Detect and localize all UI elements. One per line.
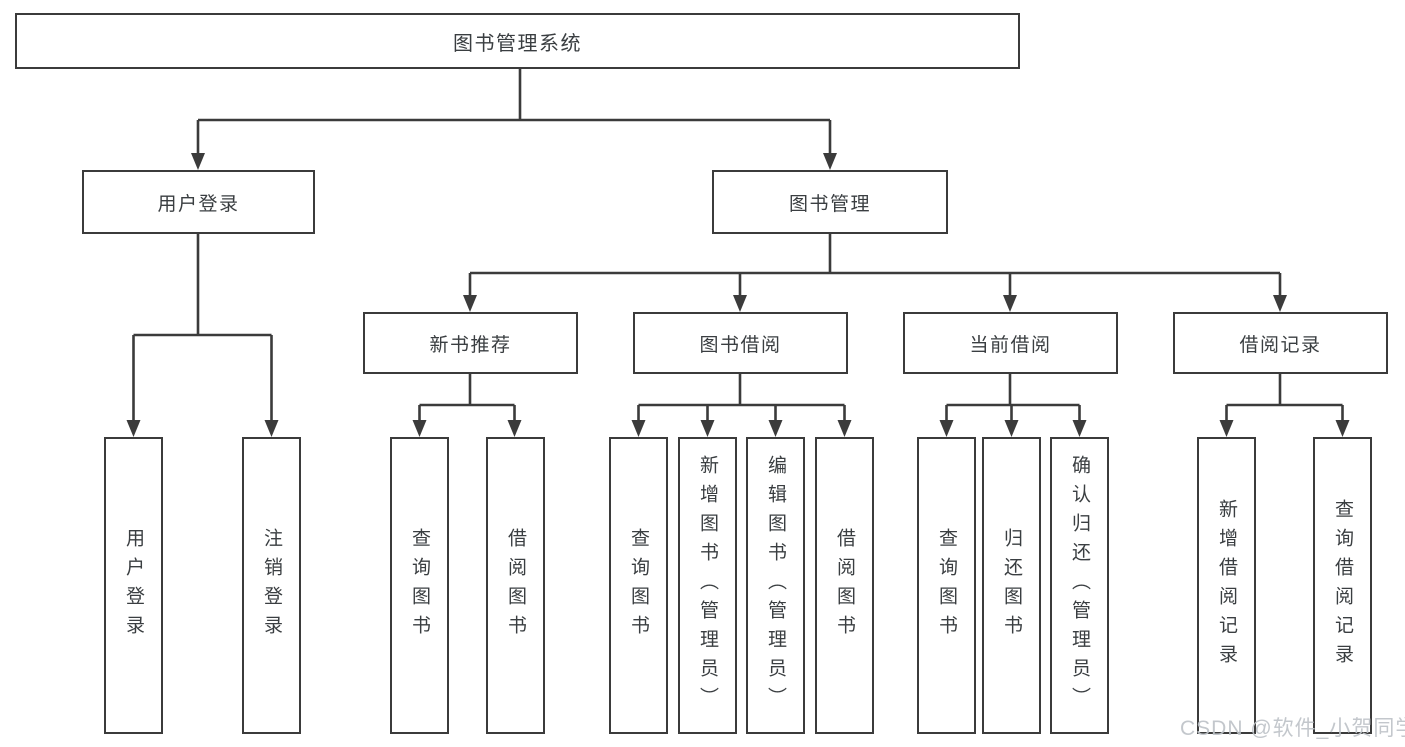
leaf-return-books-label: 归还图书	[1001, 527, 1022, 644]
node-library-system-label: 图书管理系统	[453, 32, 582, 55]
csdn-watermark: CSDN @软件_小贺同学	[1180, 717, 1405, 740]
leaf-query-books-borrowing-label: 查询图书	[628, 527, 649, 644]
leaf-query-books-current-label: 查询图书	[936, 527, 957, 644]
leaf-query-books-recommend: 查询图书	[390, 437, 449, 734]
node-new-book-recommend-label: 新书推荐	[429, 334, 512, 356]
leaf-logout-label: 注销登录	[261, 527, 282, 644]
leaf-user-login-label: 用户登录	[123, 527, 144, 644]
leaf-add-books-admin: 新增图书（管理员）	[678, 437, 737, 734]
node-current-borrowing-label: 当前借阅	[969, 334, 1052, 356]
node-book-borrowing-label: 图书借阅	[699, 334, 782, 356]
leaf-return-books: 归还图书	[982, 437, 1041, 734]
leaf-edit-books-admin-label: 编辑图书（管理员）	[765, 455, 786, 716]
node-book-borrowing: 图书借阅	[633, 312, 848, 374]
leaf-borrow-books-recommend: 借阅图书	[486, 437, 545, 734]
node-book-management-label: 图书管理	[788, 193, 871, 215]
node-user-login: 用户登录	[82, 170, 315, 234]
leaf-query-books-recommend-label: 查询图书	[409, 527, 430, 644]
leaf-query-borrow-record: 查询借阅记录	[1313, 437, 1372, 734]
node-borrowing-records-label: 借阅记录	[1239, 334, 1322, 356]
node-book-management: 图书管理	[712, 170, 948, 234]
node-borrowing-records: 借阅记录	[1173, 312, 1388, 374]
node-new-book-recommend: 新书推荐	[363, 312, 578, 374]
leaf-borrow-books-label: 借阅图书	[834, 527, 855, 644]
leaf-borrow-books: 借阅图书	[815, 437, 874, 734]
node-library-system: 图书管理系统	[15, 13, 1020, 69]
leaf-add-borrow-record-label: 新增借阅记录	[1216, 498, 1237, 673]
leaf-add-borrow-record: 新增借阅记录	[1197, 437, 1256, 734]
leaf-query-books-current: 查询图书	[917, 437, 976, 734]
leaf-query-borrow-record-label: 查询借阅记录	[1332, 498, 1353, 673]
leaf-borrow-books-recommend-label: 借阅图书	[505, 527, 526, 644]
leaf-confirm-return-admin: 确认归还（管理员）	[1050, 437, 1109, 734]
leaf-add-books-admin-label: 新增图书（管理员）	[697, 455, 718, 716]
leaf-edit-books-admin: 编辑图书（管理员）	[746, 437, 805, 734]
leaf-query-books-borrowing: 查询图书	[609, 437, 668, 734]
leaf-user-login: 用户登录	[104, 437, 163, 734]
leaf-logout: 注销登录	[242, 437, 301, 734]
node-user-login-label: 用户登录	[157, 193, 240, 215]
leaf-confirm-return-admin-label: 确认归还（管理员）	[1069, 455, 1090, 716]
node-current-borrowing: 当前借阅	[903, 312, 1118, 374]
